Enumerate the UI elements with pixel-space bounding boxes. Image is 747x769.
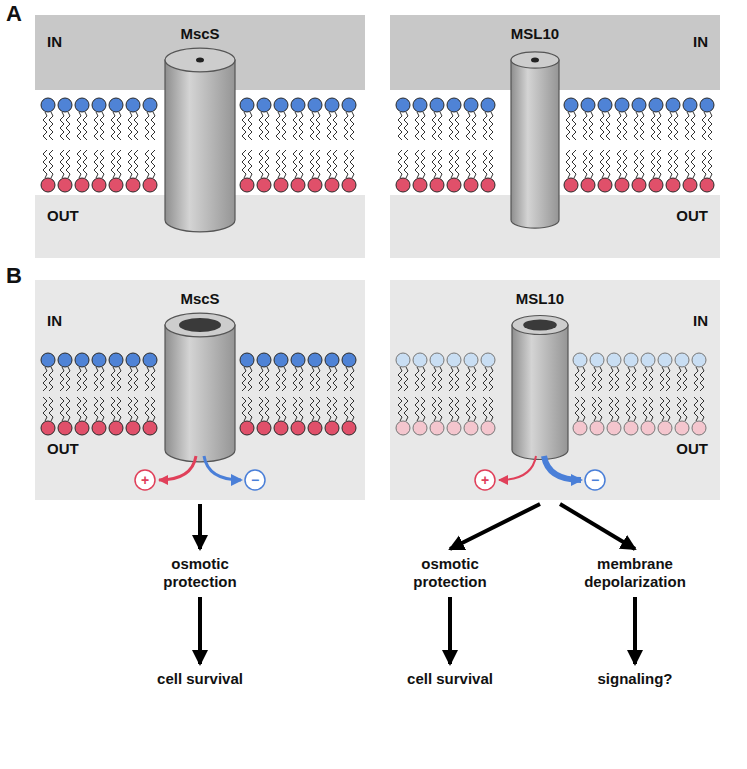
outcome-text: osmotic protection: [145, 553, 255, 593]
panel-letter: B: [6, 265, 22, 287]
anion-sign: −: [591, 473, 599, 487]
anion-sign: −: [251, 473, 259, 487]
channel-name: MSL10: [511, 25, 559, 42]
flow-arrow: [198, 597, 202, 664]
outside-label: OUT: [47, 440, 79, 457]
membrane-illustration: [390, 280, 720, 500]
flow-arrow: [633, 597, 637, 664]
flow-arrow: [198, 504, 202, 549]
channel-cylinder: [165, 313, 235, 462]
membrane-illustration: [35, 15, 365, 258]
membrane-illustration: [35, 280, 365, 500]
mscs-membrane-panel: MscS IN OUT: [35, 15, 365, 258]
cation-sign: +: [141, 473, 149, 487]
anion-symbol: [245, 470, 265, 490]
anion-flux-arrow: [204, 456, 241, 480]
outcome-label: membrane depolarization: [565, 555, 705, 591]
channel-name: MSL10: [516, 290, 564, 307]
outcome-text: signaling?: [560, 668, 710, 690]
inside-label: IN: [47, 33, 62, 50]
mscs-open-panel: MscS IN OUT: [35, 280, 365, 500]
outcome-label: osmotic protection: [145, 555, 255, 591]
flow-arrow: [560, 504, 635, 549]
outcome-label: osmotic protection: [395, 555, 505, 591]
flow-arrow: [448, 597, 452, 664]
outcome-text: osmotic protection: [395, 553, 505, 593]
channel-cylinder: [512, 315, 568, 459]
inside-label: IN: [47, 312, 62, 329]
outside-label: OUT: [47, 207, 79, 224]
flow-arrow: [450, 504, 540, 549]
cation-flux-arrow: [499, 456, 536, 480]
inside-label: IN: [693, 312, 708, 329]
outcome-text: membrane depolarization: [565, 553, 705, 593]
channel-name: MscS: [180, 290, 219, 307]
outcome-label: cell survival: [375, 670, 525, 688]
outcome-text: cell survival: [375, 668, 525, 690]
cation-symbol: [135, 470, 155, 490]
channel-cylinder: [511, 52, 559, 228]
cation-flux-arrow: [159, 456, 196, 480]
panel-letter: A: [6, 3, 22, 25]
anion-flux-arrow: [544, 456, 581, 480]
channel-cylinder: [165, 48, 235, 232]
cation-sign: +: [481, 473, 489, 487]
outside-label: OUT: [676, 207, 708, 224]
membrane-illustration: [390, 15, 720, 258]
channel-name: MscS: [180, 25, 219, 42]
inside-label: IN: [693, 33, 708, 50]
outcome-label: signaling?: [560, 670, 710, 688]
outside-label: OUT: [676, 440, 708, 457]
anion-symbol: [585, 470, 605, 490]
outcome-label: cell survival: [125, 670, 275, 688]
outcome-text: cell survival: [125, 668, 275, 690]
msl10-membrane-panel: MSL10 IN OUT: [390, 15, 720, 258]
msl10-open-panel: MSL10IN OUT: [390, 280, 720, 500]
cation-symbol: [475, 470, 495, 490]
